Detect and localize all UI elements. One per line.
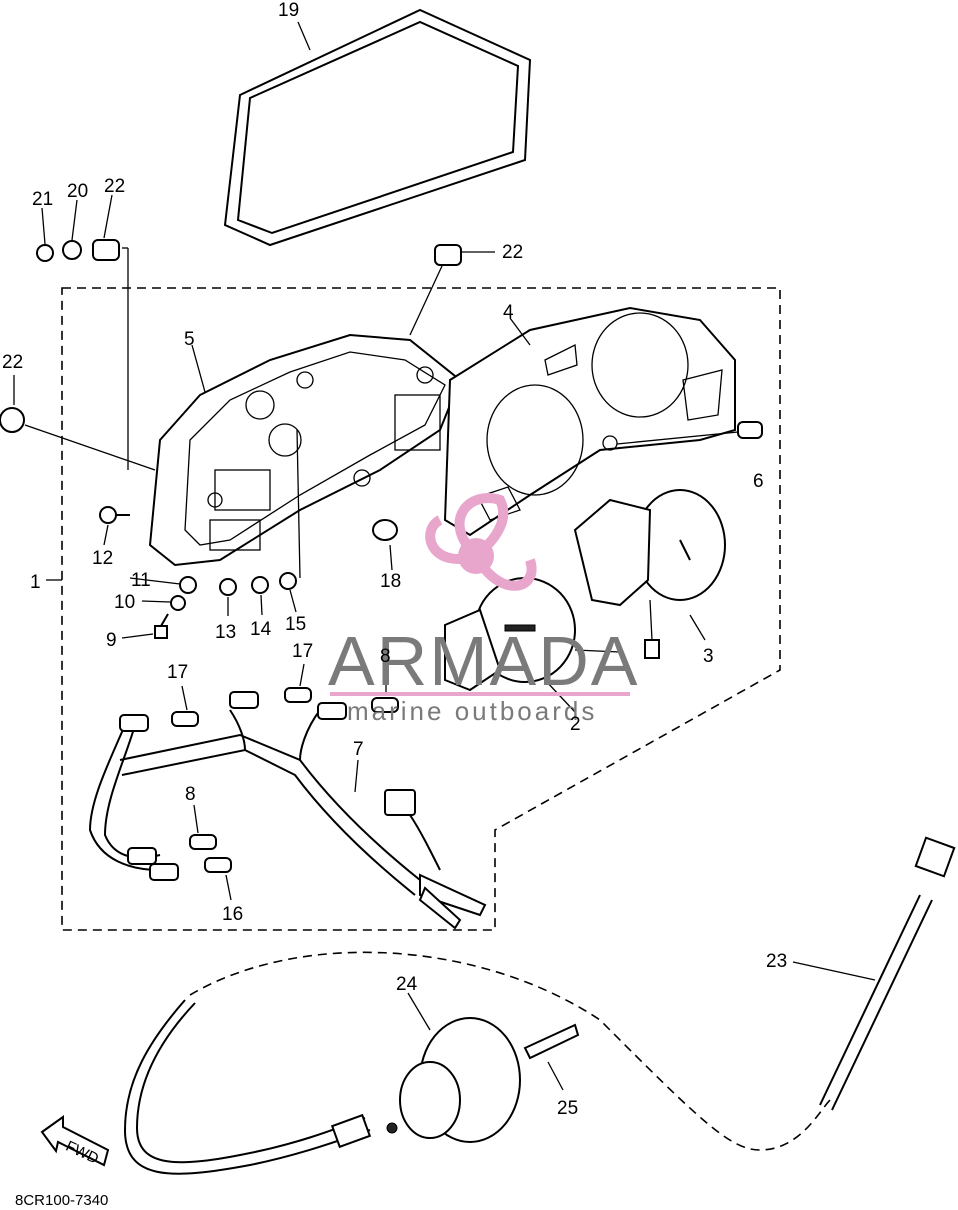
cap-part-22-center[interactable]: [409, 244, 495, 336]
callout-10: 10: [114, 592, 135, 613]
callout-20: 20: [67, 181, 88, 202]
bulbs-8-16-17[interactable]: [171, 663, 399, 901]
fasteners-20-21-22[interactable]: [36, 194, 129, 470]
callout-22a: 22: [104, 176, 125, 197]
callout-8a: 8: [380, 646, 391, 667]
drive-gear-part-24[interactable]: [386, 992, 521, 1143]
bezel-ring-part-19[interactable]: [223, 8, 532, 247]
callout-15: 15: [285, 614, 306, 635]
speedometer-part-2[interactable]: [444, 577, 621, 713]
wire-harness-part-7[interactable]: [88, 691, 487, 930]
cap-part-22-left[interactable]: [0, 407, 156, 471]
callout-13: 13: [215, 622, 236, 643]
callout-4: 4: [503, 302, 514, 323]
callout-7: 7: [353, 739, 364, 760]
watermark-tagline: marine outboards: [347, 696, 597, 726]
callout-18: 18: [380, 571, 401, 592]
forward-arrow-icon: FWD: [40, 1115, 110, 1168]
meter-cable-part-23[interactable]: [123, 836, 956, 1175]
callout-24: 24: [396, 974, 418, 995]
bulb-part-6[interactable]: [616, 421, 763, 445]
callout-22b: 22: [502, 242, 523, 263]
callout-25: 25: [557, 1098, 578, 1119]
forward-arrow-label: FWD: [63, 1138, 101, 1168]
callout-5: 5: [184, 329, 195, 350]
callout-17b: 17: [292, 641, 313, 662]
assembly-boundary-part-1: [61, 287, 781, 931]
callout-2: 2: [570, 714, 581, 735]
watermark-brand: ARMADA: [328, 622, 639, 700]
callout-19: 19: [278, 0, 299, 21]
callout-leaders: [13, 21, 531, 581]
callout-9: 9: [106, 630, 117, 651]
gauge-part-3[interactable]: [573, 489, 726, 659]
callout-17a: 17: [167, 662, 188, 683]
callout-14: 14: [250, 619, 272, 640]
callout-11: 11: [131, 570, 151, 591]
lower-housing-part-5[interactable]: [148, 333, 462, 567]
callout-8b: 8: [185, 784, 196, 805]
watermark-logo: ARMADA marine outboards: [328, 493, 639, 726]
callout-23: 23: [766, 951, 787, 972]
callout-6: 6: [753, 471, 764, 492]
screws-and-nuts-9-15[interactable]: [99, 429, 301, 639]
pin-part-25[interactable]: [523, 1023, 580, 1091]
callout-3: 3: [703, 646, 714, 667]
grommet-part-18[interactable]: [372, 519, 398, 571]
callout-22c: 22: [2, 352, 23, 373]
propeller-icon: [425, 493, 537, 591]
callout-12: 12: [92, 548, 113, 569]
diagram-code: 8CR100-7340: [15, 1192, 108, 1209]
callout-1: 1: [30, 572, 41, 593]
callout-21: 21: [32, 189, 53, 210]
callout-16: 16: [222, 904, 243, 925]
